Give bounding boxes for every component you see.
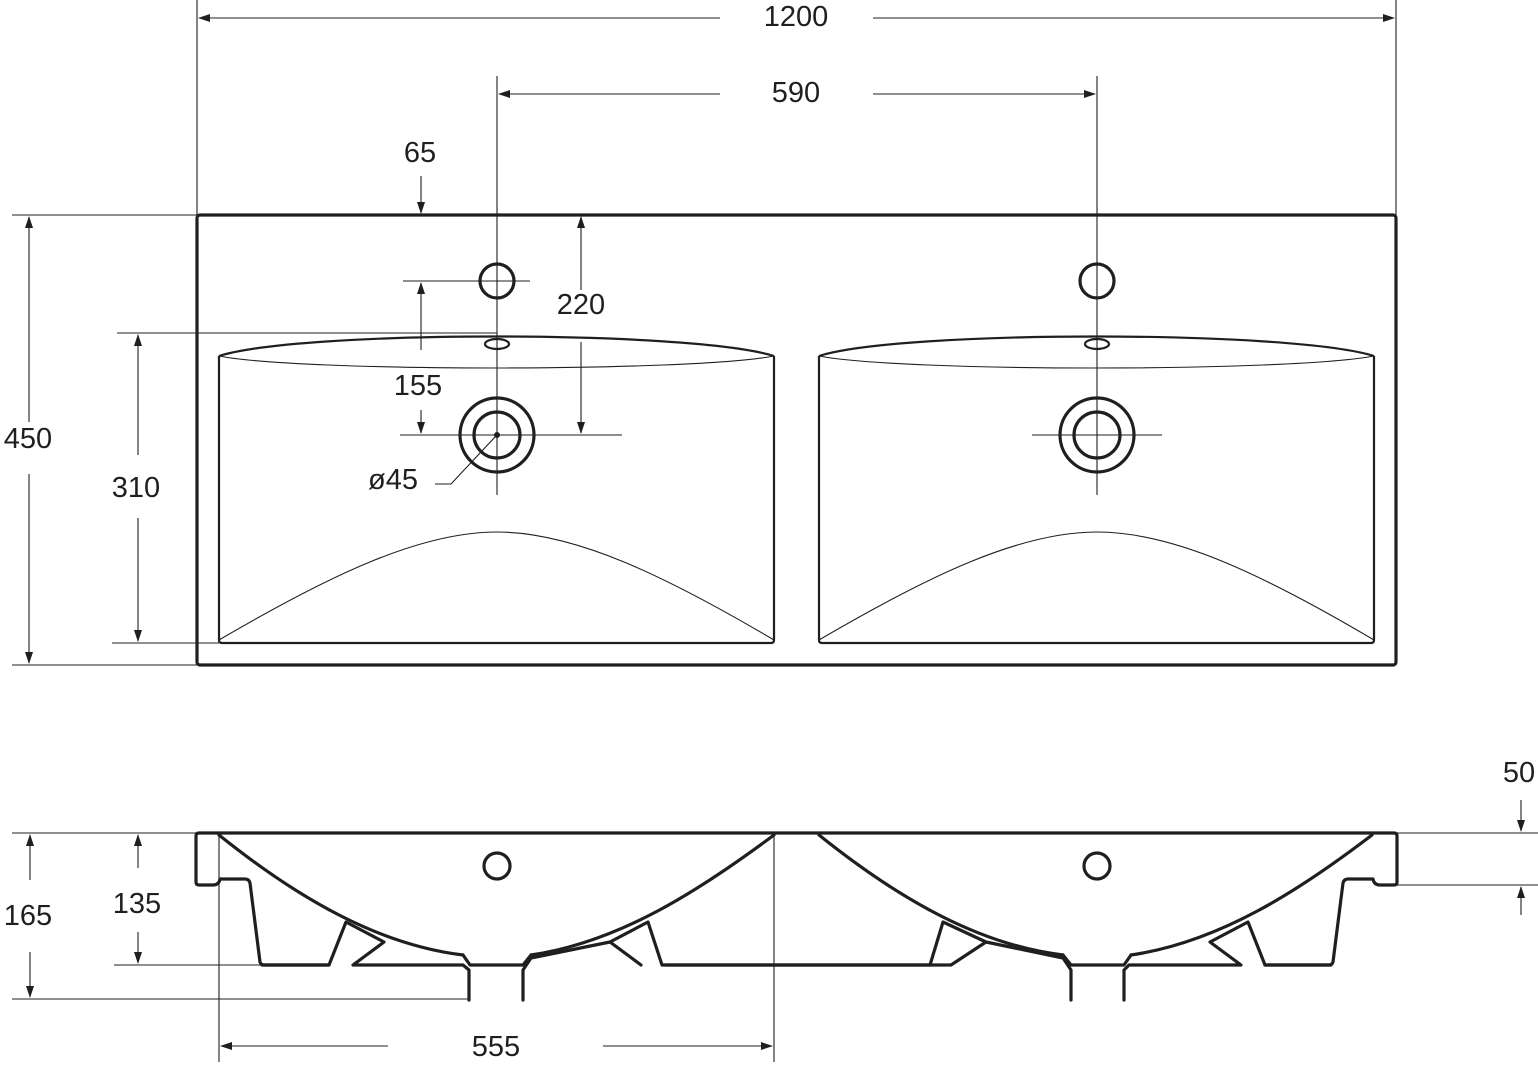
dim-total-depth: 450 (4, 423, 52, 455)
dim-tap-spacing: 590 (772, 77, 820, 109)
basin-outline-front (194, 831, 1399, 1002)
dim-height-bowl: 135 (113, 888, 161, 920)
center-lines (12, 0, 1397, 666)
overflow-front-left-icon (482, 851, 512, 881)
dim-drain-diameter: ø45 (368, 464, 418, 496)
top-view: 1200 590 65 220 155 ø45 450 310 (4, 0, 1398, 667)
dim-tap-offset: 65 (404, 137, 436, 169)
dim-total-width: 1200 (764, 1, 829, 33)
dim-height-total: 165 (4, 900, 52, 932)
dim-rim-thickness: 50 (1503, 757, 1535, 789)
dim-tap-to-drain: 220 (557, 289, 605, 321)
overflow-front-right-icon (1082, 851, 1112, 881)
dim-bowl-width: 555 (472, 1031, 520, 1063)
dim-bowl-depth: 310 (112, 472, 160, 504)
dim-drain-offset: 155 (394, 370, 442, 402)
front-view: 165 135 50 555 (4, 757, 1538, 1063)
basin-outline-top (195, 213, 1398, 667)
